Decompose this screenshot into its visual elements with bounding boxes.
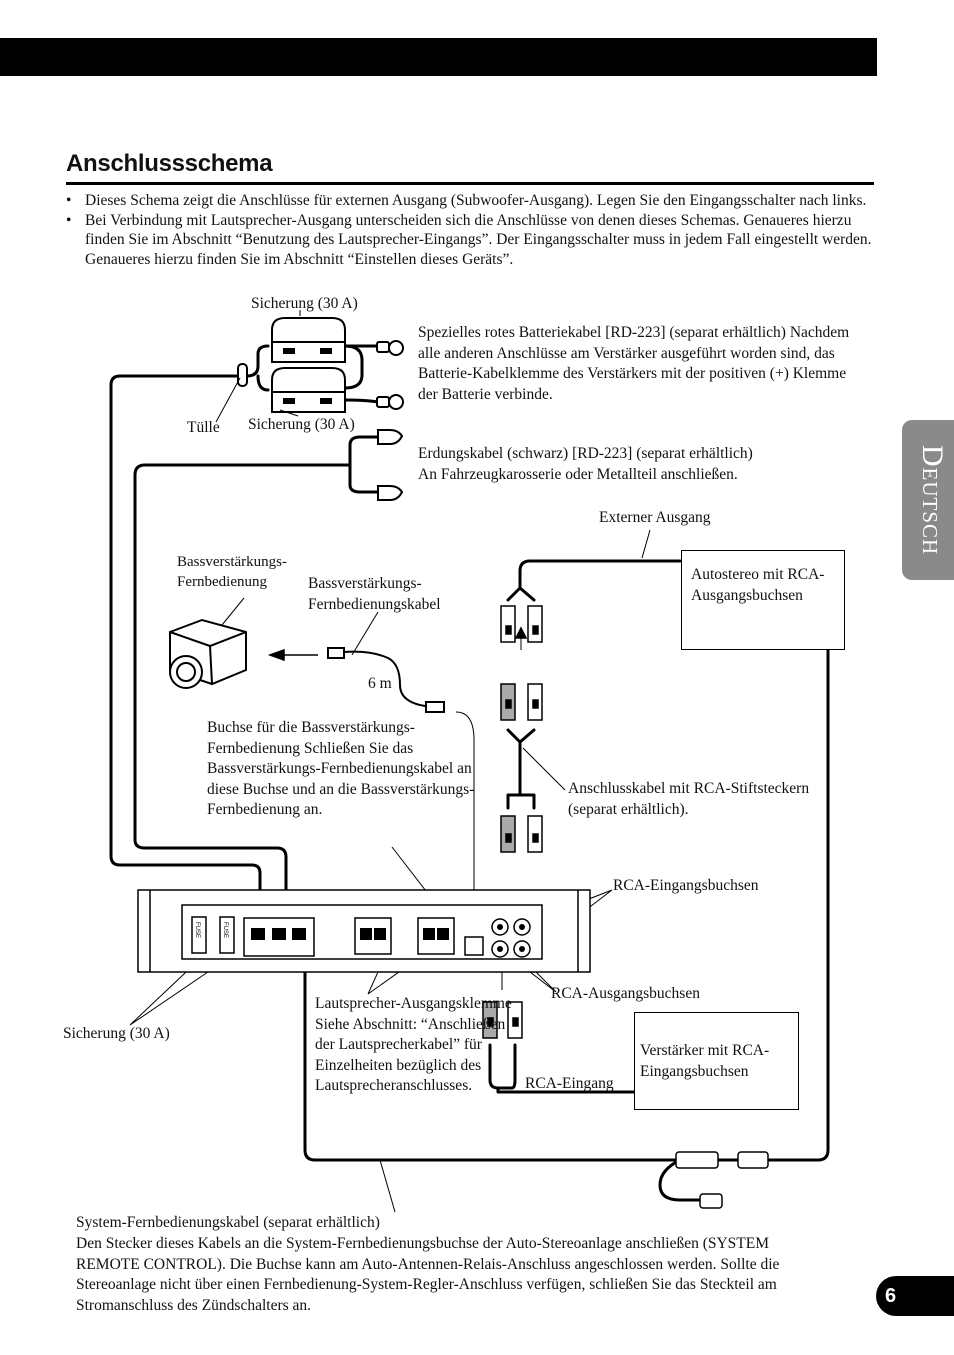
bullet-list: Dieses Schema zeigt die Anschlüsse für e… bbox=[66, 191, 878, 269]
ground-cable-label: Erdungskabel (schwarz) [RD-223] (separat… bbox=[418, 445, 753, 462]
title-underline bbox=[66, 182, 874, 185]
grommet-label: Tülle bbox=[187, 419, 220, 436]
rca-cable-label: Anschlusskabel mit RCA-Stiftsteckern (se… bbox=[568, 780, 810, 818]
fuse-label-bottom: Sicherung (30 A) bbox=[63, 1025, 170, 1042]
bullet-item: Dieses Schema zeigt die Anschlüsse für e… bbox=[66, 191, 878, 211]
rca-output-jacks-label: RCA-Ausgangsbuchsen bbox=[551, 985, 700, 1002]
system-remote-text: Den Stecker dieses Kabels an die System-… bbox=[76, 1235, 780, 1314]
bass-remote-cable-label: Bassverstärkungs-Fernbedienungskabel bbox=[308, 575, 441, 613]
header-bar bbox=[0, 38, 877, 76]
rca-input-label: RCA-Eingang bbox=[525, 1075, 614, 1092]
page-number: 6 bbox=[876, 1276, 954, 1316]
fuse-marking: FUSE bbox=[222, 922, 228, 938]
system-remote-title: System-Fernbedienungskabel (separat erhä… bbox=[76, 1214, 380, 1231]
fuse-label-mid: Sicherung (30 A) bbox=[248, 416, 355, 433]
speaker-terminal-label: Lautsprecher-Ausgangsklemme Siehe Abschn… bbox=[315, 995, 512, 1094]
language-tab: Deutsch bbox=[902, 420, 954, 580]
bass-jack-label: Buchse für die Bassverstärkungs-Fernbedi… bbox=[207, 719, 475, 818]
fuse-marking: FUSE bbox=[194, 922, 200, 938]
fuse-label-top: Sicherung (30 A) bbox=[251, 295, 358, 312]
external-output-label: Externer Ausgang bbox=[599, 509, 711, 526]
bullet-item: Bei Verbindung mit Lautsprecher-Ausgang … bbox=[66, 211, 878, 270]
battery-cable-label: Spezielles rotes Batteriekabel [RD-223] … bbox=[418, 324, 850, 403]
page-title: Anschlussschema bbox=[66, 150, 273, 177]
head-unit-label: Autostereo mit RCA-Ausgangsbuchsen bbox=[691, 566, 825, 604]
head-unit-box: Autostereo mit RCA-Ausgangsbuchsen bbox=[681, 550, 845, 650]
bass-remote-label: Bassverstärkungs-Fernbedienung bbox=[177, 554, 287, 590]
rca-input-jacks-label: RCA-Eingangsbuchsen bbox=[613, 877, 759, 894]
ground-cable-note: An Fahrzeugkarosserie oder Metallteil an… bbox=[418, 466, 738, 483]
cable-length-label: 6 m bbox=[368, 675, 392, 692]
amplifier-box: Verstärker mit RCA-Eingangsbuchsen bbox=[634, 1012, 799, 1110]
amplifier-label: Verstärker mit RCA-Eingangsbuchsen bbox=[640, 1042, 770, 1080]
